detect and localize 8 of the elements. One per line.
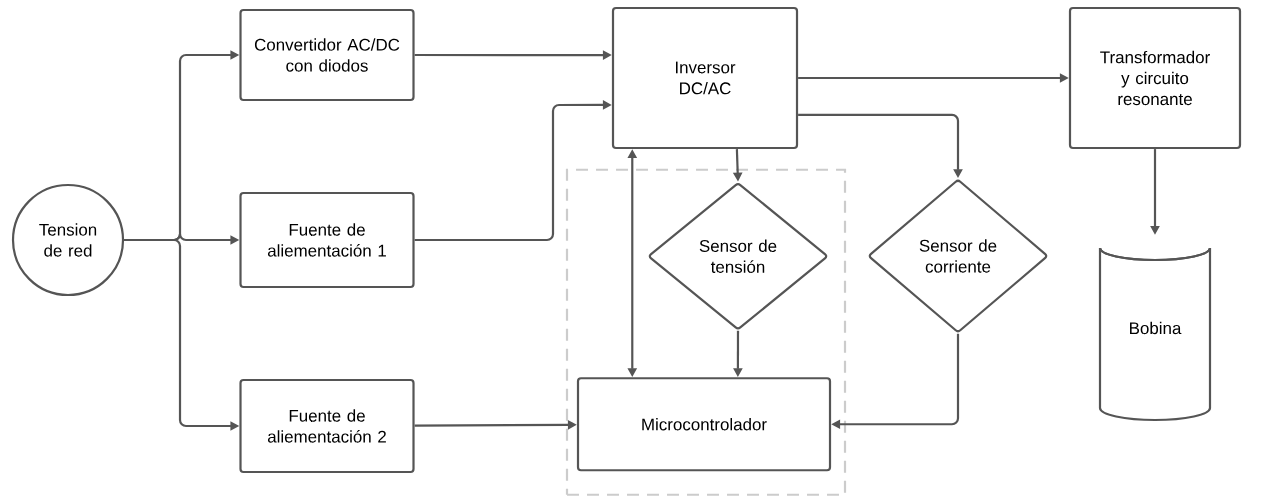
process-box: Convertidor AC/DC con diodos — [239, 8, 415, 102]
process-box: Fuente de aliementación 2 — [239, 378, 415, 474]
group-frame — [565, 168, 847, 496]
process-box: Transformador y circuito resonante — [1068, 6, 1242, 150]
process-box: Fuente de aliementación 1 — [239, 191, 415, 289]
process-box: Inversor DC/AC — [611, 6, 799, 150]
process-box: Microcontrolador — [576, 377, 832, 472]
coil-cylinder: Bobina — [1098, 246, 1212, 422]
